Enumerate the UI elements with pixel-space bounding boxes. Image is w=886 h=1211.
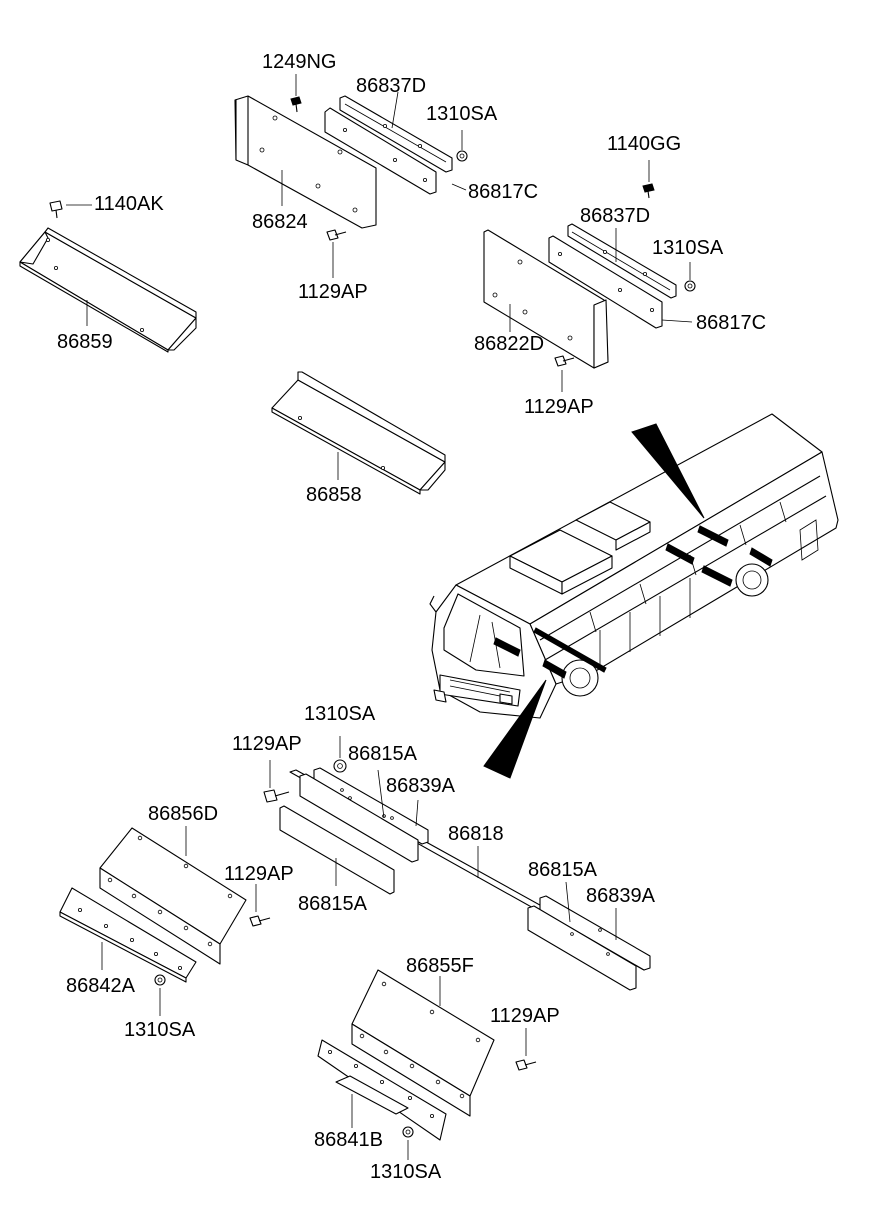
nut-1310SA-center[interactable] bbox=[333, 759, 347, 773]
label-86815A-lower: 86815A bbox=[528, 859, 598, 881]
label-86818: 86818 bbox=[448, 823, 504, 845]
part-86842A[interactable] bbox=[59, 887, 197, 983]
bolt-1129AP-right[interactable] bbox=[554, 355, 575, 367]
part-86841B[interactable] bbox=[317, 1039, 447, 1141]
bolt-1129AP-left[interactable] bbox=[249, 915, 271, 927]
label-1129AP-right: 1129AP bbox=[524, 396, 594, 418]
label-1249NG: 1249NG bbox=[262, 51, 337, 73]
label-86822D: 86822D bbox=[474, 333, 544, 355]
part-86858[interactable] bbox=[271, 371, 446, 495]
bolt-1129AP-center[interactable] bbox=[263, 789, 290, 803]
part-86822D[interactable] bbox=[483, 229, 609, 369]
bolt-1140GG[interactable] bbox=[642, 183, 655, 199]
label-1140AK: 1140AK bbox=[94, 193, 164, 215]
label-86858: 86858 bbox=[306, 484, 362, 506]
label-1140GG: 1140GG bbox=[607, 133, 681, 155]
part-86817C-lower[interactable] bbox=[548, 235, 663, 329]
label-1310SA-center: 1310SA bbox=[304, 703, 376, 725]
label-86824: 86824 bbox=[252, 211, 308, 233]
label-1310SA-left: 1310SA bbox=[124, 1019, 196, 1041]
nut-1310SA-left[interactable] bbox=[154, 974, 166, 986]
label-86839A-upper: 86839A bbox=[386, 775, 456, 797]
part-86824[interactable] bbox=[234, 95, 377, 229]
bolt-1129AP-upper[interactable] bbox=[326, 229, 347, 241]
label-1310SA-right: 1310SA bbox=[652, 237, 724, 259]
label-86815A-mid: 86815A bbox=[298, 893, 368, 915]
label-1129AP-upper: 1129AP bbox=[298, 281, 368, 303]
label-86839A-lower: 86839A bbox=[586, 885, 656, 907]
label-1129AP-bottom: 1129AP bbox=[490, 1005, 560, 1027]
label-86815A-upper: 86815A bbox=[348, 743, 418, 765]
label-1129AP-center: 1129AP bbox=[232, 733, 302, 755]
label-86817C-upper: 86817C bbox=[468, 181, 538, 203]
label-86855F: 86855F bbox=[406, 955, 474, 977]
label-1310SA-upper: 1310SA bbox=[426, 103, 498, 125]
nut-1310SA-bottom[interactable] bbox=[402, 1126, 414, 1138]
bolt-1249NG[interactable] bbox=[290, 96, 302, 113]
label-1129AP-left: 1129AP bbox=[224, 863, 294, 885]
part-86815A-lower[interactable] bbox=[527, 905, 637, 991]
nut-1310SA-right[interactable] bbox=[684, 280, 696, 292]
bus-illustration bbox=[429, 413, 839, 779]
part-86859[interactable] bbox=[19, 227, 197, 353]
part-86856D[interactable] bbox=[99, 827, 247, 965]
nut-1310SA-upper[interactable] bbox=[456, 150, 468, 162]
bolt-1129AP-bottom[interactable] bbox=[515, 1059, 537, 1071]
part-86855F[interactable] bbox=[351, 969, 495, 1117]
label-86856D: 86856D bbox=[148, 803, 218, 825]
part-86815A-mid[interactable] bbox=[279, 805, 395, 895]
label-86817C-lower: 86817C bbox=[696, 312, 766, 334]
label-1310SA-bottom: 1310SA bbox=[370, 1161, 442, 1183]
part-86837D-upper[interactable] bbox=[339, 95, 453, 173]
label-86837D-lower: 86837D bbox=[580, 205, 650, 227]
part-86817C-upper[interactable] bbox=[324, 107, 437, 195]
bolt-1140AK[interactable] bbox=[49, 200, 63, 219]
label-86859: 86859 bbox=[57, 331, 113, 353]
label-86837D-upper: 86837D bbox=[356, 75, 426, 97]
part-86837D-lower[interactable] bbox=[567, 223, 677, 299]
label-86842A: 86842A bbox=[66, 975, 136, 997]
label-86841B: 86841B bbox=[314, 1129, 383, 1151]
